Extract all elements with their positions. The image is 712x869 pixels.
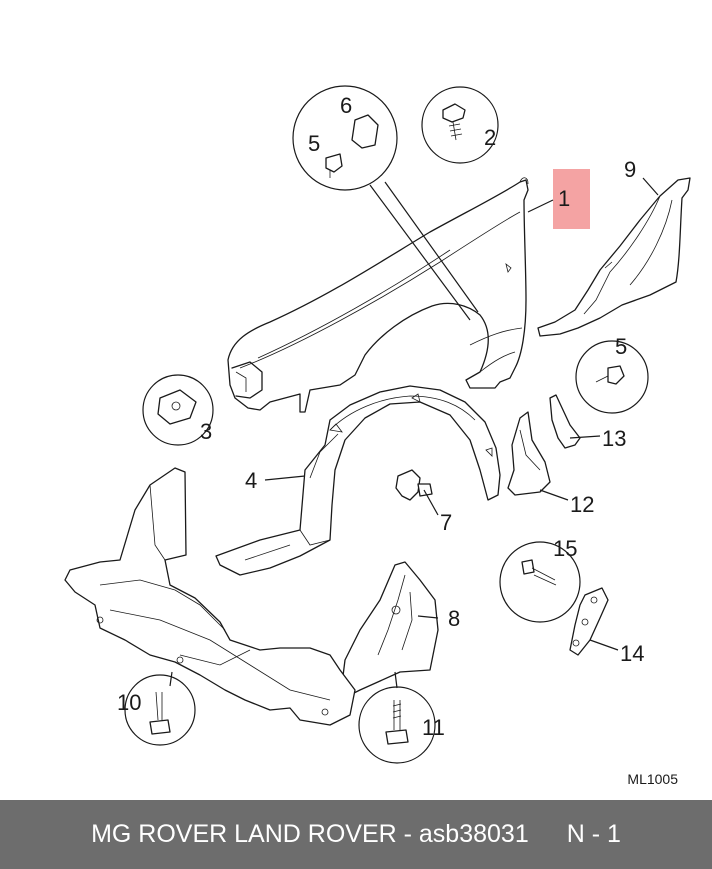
- exploded-view-svg: 1 2 3 4 5 5 6 7 8 9 10 11 12 13 14 15: [64, 85, 691, 764]
- footer-page: N - 1: [566, 820, 621, 848]
- diagram-reference-code: ML1005: [627, 771, 678, 787]
- callout-1-highlight: [553, 169, 590, 229]
- callout-14: 14: [620, 641, 644, 666]
- part-fender: [227, 177, 529, 413]
- part-clip-13: [549, 394, 581, 449]
- callout-4: 4: [245, 468, 257, 493]
- detail-circle-5-6: [292, 85, 398, 191]
- detail-circle-5b: [575, 340, 649, 414]
- callout-7: 7: [440, 510, 452, 535]
- part-undertray: [64, 467, 356, 726]
- callout-6: 6: [340, 93, 352, 118]
- detail-circle-3: [142, 374, 214, 446]
- footer-bar: MG ROVER LAND ROVER - asb38031 N - 1: [0, 800, 712, 869]
- parts-diagram: 1 2 3 4 5 5 6 7 8 9 10 11 12 13 14 15: [64, 85, 691, 764]
- detail-circle-2: [421, 86, 499, 164]
- callout-3: 3: [200, 419, 212, 444]
- callout-8: 8: [448, 606, 460, 631]
- callout-13: 13: [602, 426, 626, 451]
- part-pushclip-7: [395, 469, 433, 501]
- callout-11: 11: [422, 715, 445, 740]
- callout-12: 12: [570, 492, 594, 517]
- part-mudflap-bracket: [339, 561, 439, 701]
- part-brace: [537, 177, 691, 337]
- part-wheel-arch-liner: [215, 385, 501, 576]
- part-bracket-12: [507, 411, 551, 496]
- callout-1: 1: [558, 186, 570, 211]
- callout-5: 5: [308, 131, 320, 156]
- callout-15: 15: [553, 536, 577, 561]
- callout-10: 10: [117, 690, 141, 715]
- footer-brand: MG ROVER LAND ROVER - asb38031: [91, 820, 529, 848]
- callout-9: 9: [624, 157, 636, 182]
- callout-2: 2: [484, 125, 496, 150]
- detail-circle-15-14: [499, 541, 609, 656]
- callout-5b: 5: [615, 334, 627, 359]
- detail-circle-10: [124, 674, 196, 746]
